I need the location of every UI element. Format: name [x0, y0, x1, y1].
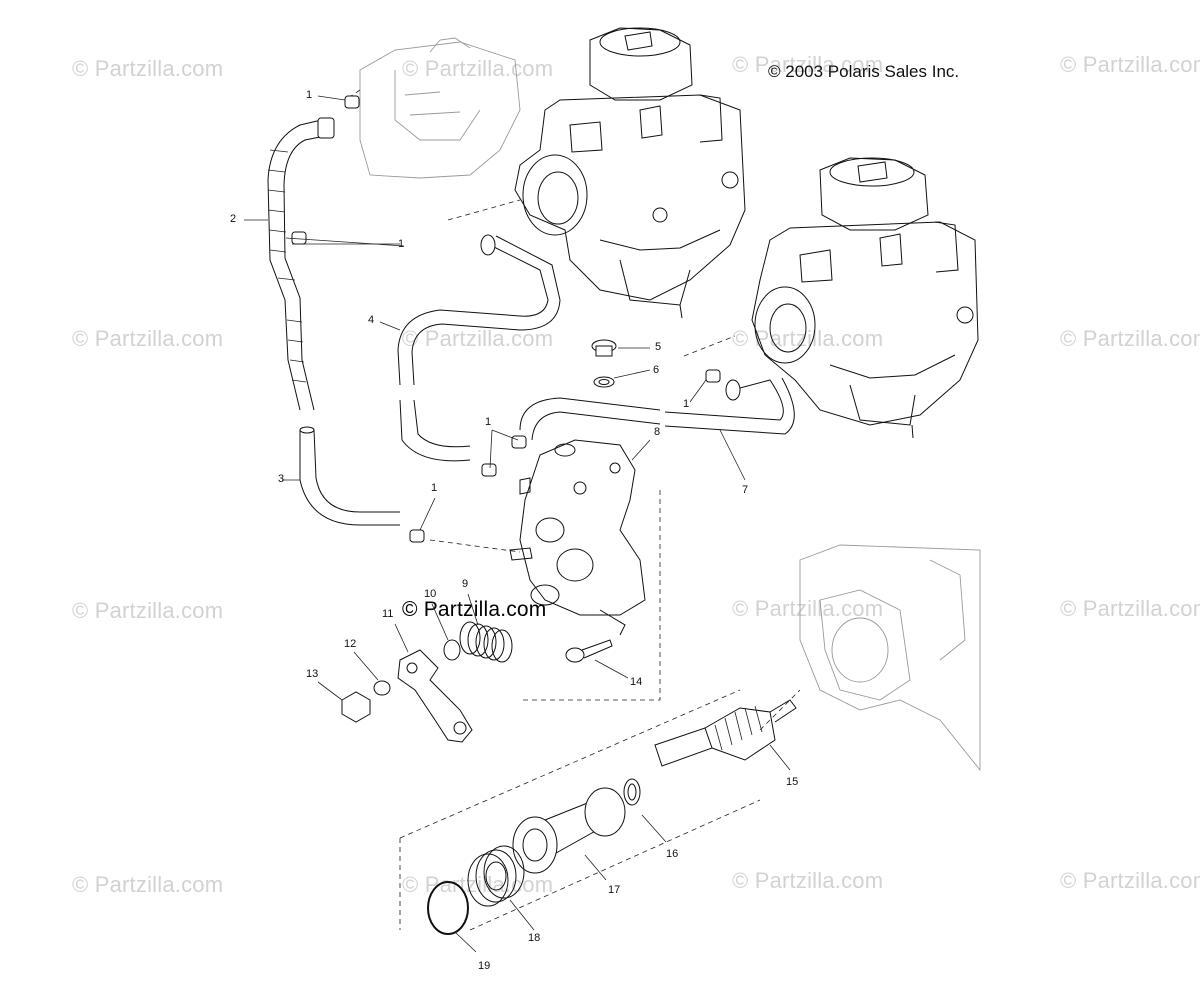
callout-18: 18: [528, 932, 541, 944]
callout-17: 17: [608, 884, 621, 896]
pump-bolt: [565, 639, 613, 663]
callout-8: 8: [654, 426, 661, 438]
pump-drive-gear: [654, 699, 797, 767]
watermark: © Partzilla.com: [1060, 596, 1200, 621]
callout-1: 1: [683, 398, 690, 410]
callout-15: 15: [786, 776, 799, 788]
callout-1: 1: [398, 238, 405, 250]
callout-1: 1: [306, 89, 313, 101]
watermark: © Partzilla.com: [72, 598, 224, 623]
watermark: © Partzilla.com: [72, 872, 224, 897]
watermark: © Partzilla.com: [732, 868, 884, 893]
callout-3: 3: [278, 473, 285, 485]
carburetor-lower: [751, 157, 979, 439]
lock-washer: [373, 680, 391, 696]
hose-3: [299, 426, 400, 526]
callout-13: 13: [306, 668, 319, 680]
return-spring: [459, 621, 513, 663]
watermark-center: © Partzilla.com: [402, 598, 547, 621]
callout-19: 19: [478, 960, 491, 972]
callout-9: 9: [462, 578, 469, 590]
callout-7: 7: [742, 484, 749, 496]
callout-11: 11: [382, 608, 394, 620]
callout-5: 5: [655, 341, 662, 353]
callout-1: 1: [485, 416, 492, 428]
watermark: © Partzilla.com: [732, 52, 884, 77]
copyright-notice: © 2003 Polaris Sales Inc.: [768, 62, 960, 81]
hose-4: [397, 234, 561, 462]
hex-nut: [341, 691, 371, 723]
callout-4: 4: [368, 314, 375, 326]
shaft-seal: [623, 778, 641, 806]
crankcase-fragment-top: [344, 37, 521, 179]
callout-1: 1: [431, 482, 438, 494]
callout-6: 6: [653, 364, 660, 376]
washer: [443, 639, 461, 661]
oil-pump: [509, 439, 646, 636]
pump-lever: [397, 649, 473, 743]
callout-leaders: [244, 95, 791, 953]
watermark: © Partzilla.com: [402, 56, 554, 81]
o-ring: [427, 881, 469, 935]
seal-spring: [467, 845, 525, 907]
banjo-bolt: [591, 339, 617, 388]
watermark: © Partzilla.com: [402, 326, 554, 351]
callout-2: 2: [230, 213, 237, 225]
callout-10: 10: [424, 588, 437, 600]
callout-14: 14: [630, 676, 643, 688]
watermark: © Partzilla.com: [72, 56, 224, 81]
hose-clamp: [291, 95, 721, 543]
watermark: © Partzilla.com: [1060, 868, 1200, 893]
watermark: © Partzilla.com: [1060, 52, 1200, 77]
watermark: © Partzilla.com: [732, 596, 884, 621]
hose-2: [267, 117, 335, 411]
bushing: [512, 787, 626, 874]
watermark: © Partzilla.com: [72, 326, 224, 351]
hose-7: [519, 377, 795, 441]
carburetor-upper: [514, 27, 746, 319]
crankcase-fragment-bottom: [799, 544, 981, 772]
watermark: © Partzilla.com: [1060, 326, 1200, 351]
callout-16: 16: [666, 848, 679, 860]
callout-12: 12: [344, 638, 357, 650]
